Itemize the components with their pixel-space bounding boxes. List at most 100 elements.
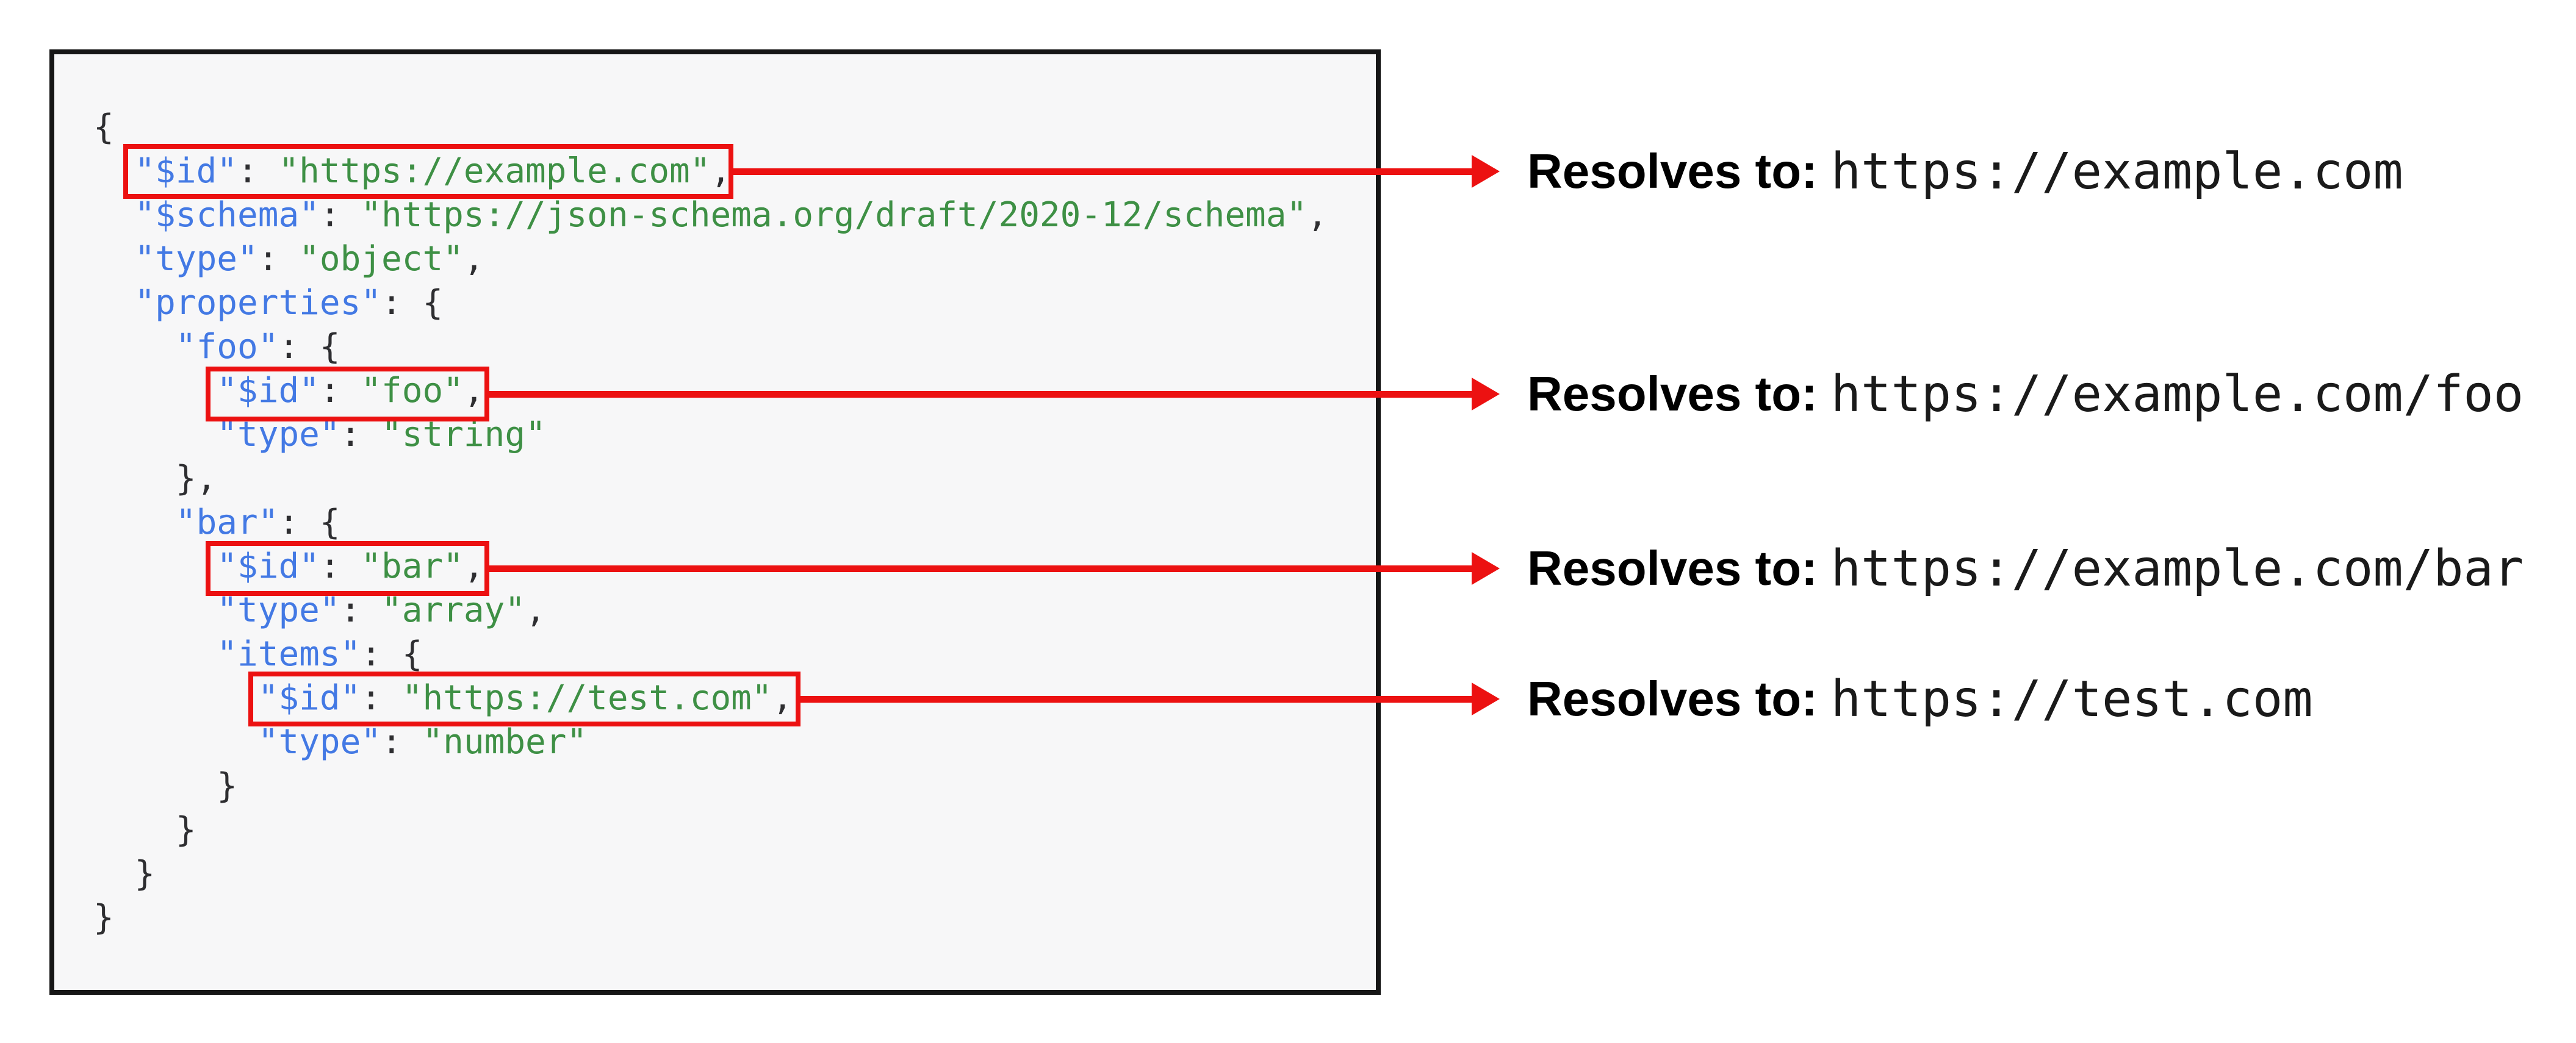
json-punctuation: : { — [278, 503, 340, 542]
json-punctuation: }, — [93, 459, 217, 498]
json-string-value: "https://test.com" — [401, 678, 772, 718]
arrow-line-1 — [733, 168, 1473, 175]
json-punctuation: : — [319, 371, 361, 410]
json-key: "$id" — [257, 678, 361, 718]
json-punctuation — [93, 195, 134, 235]
json-schema-code-panel: { "$id": "https://example.com", "$schema… — [49, 49, 1381, 995]
code-line: "$id": "https://test.com", — [93, 676, 1376, 720]
json-punctuation: } — [93, 898, 114, 937]
resolved-url: https://example.com/foo — [1830, 365, 2524, 423]
highlight-box-2 — [206, 367, 489, 421]
resolves-annotation-4: Resolves to:https://test.com — [1527, 662, 2313, 736]
json-punctuation: : — [319, 195, 361, 235]
json-key: "bar" — [175, 503, 279, 542]
resolves-annotation-1: Resolves to:https://example.com — [1527, 135, 2403, 208]
arrowhead-icon — [1472, 552, 1500, 585]
code-line: "type": "array", — [93, 589, 1376, 633]
json-key: "$id" — [217, 547, 320, 586]
json-punctuation: } — [93, 854, 156, 894]
json-punctuation: : — [361, 678, 402, 718]
json-punctuation — [93, 327, 176, 367]
code-line: } — [93, 764, 1376, 808]
json-string-value: "foo" — [361, 371, 464, 410]
json-punctuation: , — [525, 590, 546, 630]
json-punctuation — [93, 678, 258, 718]
resolves-label: Resolves to: — [1527, 541, 1818, 595]
code-line: "$id": "bar", — [93, 545, 1376, 589]
code-line: "foo": { — [93, 325, 1376, 369]
json-punctuation: } — [93, 766, 238, 806]
arrowhead-icon — [1472, 378, 1500, 410]
json-string-value: "https://json-schema.org/draft/2020-12/s… — [361, 195, 1308, 235]
json-string-value: "https://example.com" — [278, 151, 711, 191]
resolved-url: https://example.com — [1830, 142, 2403, 201]
json-punctuation: : — [319, 547, 361, 586]
highlight-box-1 — [123, 144, 733, 199]
json-punctuation — [93, 634, 217, 674]
json-punctuation: : { — [361, 634, 423, 674]
json-punctuation — [93, 590, 217, 630]
resolves-label: Resolves to: — [1527, 367, 1818, 421]
arrowhead-icon — [1472, 155, 1500, 188]
json-key: "foo" — [175, 327, 279, 367]
json-string-value: "object" — [299, 239, 464, 279]
json-punctuation: : { — [278, 327, 340, 367]
json-punctuation: , — [463, 371, 484, 410]
resolves-annotation-2: Resolves to:https://example.com/foo — [1527, 357, 2524, 431]
json-key: "type" — [134, 239, 258, 279]
arrowhead-icon — [1472, 683, 1500, 715]
json-punctuation: { — [93, 107, 114, 147]
resolves-label: Resolves to: — [1527, 144, 1818, 198]
json-key: "properties" — [134, 283, 382, 323]
arrow-line-4 — [801, 696, 1473, 703]
code-line: "type": "number" — [93, 720, 1376, 764]
arrow-line-3 — [489, 565, 1473, 572]
json-punctuation: : — [381, 722, 423, 762]
code-line: "bar": { — [93, 501, 1376, 545]
json-punctuation — [93, 371, 217, 410]
code-line: { — [93, 106, 1376, 149]
resolves-label: Resolves to: — [1527, 672, 1818, 726]
json-punctuation: : — [340, 590, 382, 630]
code-line: } — [93, 852, 1376, 896]
json-string-value: "bar" — [361, 547, 464, 586]
code-line: "$schema": "https://json-schema.org/draf… — [93, 193, 1376, 237]
json-string-value: "number" — [422, 722, 588, 762]
json-punctuation — [93, 283, 134, 323]
json-key: "items" — [217, 634, 361, 674]
json-punctuation — [93, 415, 217, 454]
json-key: "$schema" — [134, 195, 320, 235]
json-punctuation: , — [772, 678, 793, 718]
json-punctuation: : — [257, 239, 300, 279]
highlight-box-4 — [248, 672, 801, 726]
json-punctuation: , — [463, 239, 484, 279]
json-key: "$id" — [217, 371, 320, 410]
json-punctuation: , — [1307, 195, 1328, 235]
json-punctuation: , — [463, 547, 484, 586]
json-punctuation — [93, 547, 217, 586]
json-punctuation — [93, 722, 258, 762]
json-punctuation: } — [93, 810, 196, 850]
resolved-url: https://example.com/bar — [1830, 539, 2524, 598]
json-string-value: "array" — [381, 590, 526, 630]
json-key: "$id" — [134, 151, 238, 191]
json-punctuation: : — [237, 151, 279, 191]
code-line: "properties": { — [93, 281, 1376, 325]
code-line: "items": { — [93, 633, 1376, 676]
json-punctuation — [93, 239, 134, 279]
code-line: } — [93, 896, 1376, 940]
highlight-box-3 — [206, 541, 489, 596]
json-key: "type" — [217, 590, 340, 630]
code-line: "$id": "foo", — [93, 369, 1376, 413]
arrow-line-2 — [489, 391, 1473, 398]
resolves-annotation-3: Resolves to:https://example.com/bar — [1527, 532, 2524, 605]
code-line: "type": "object", — [93, 237, 1376, 281]
json-punctuation — [93, 503, 176, 542]
json-punctuation: , — [710, 151, 732, 191]
code-line: "$id": "https://example.com", — [93, 149, 1376, 193]
resolved-url: https://test.com — [1830, 670, 2313, 728]
json-punctuation: : { — [381, 283, 444, 323]
code-line: } — [93, 808, 1376, 852]
json-key: "type" — [257, 722, 382, 762]
